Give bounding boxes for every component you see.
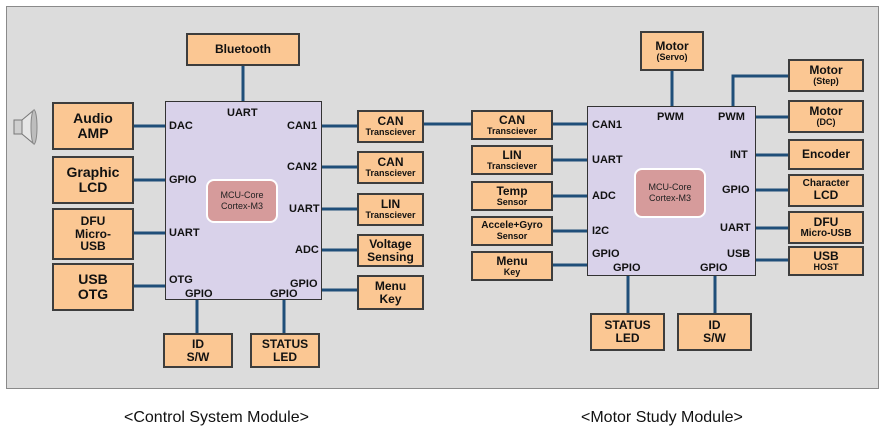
pin-gpio-bottom-right: GPIO bbox=[270, 288, 298, 300]
m-motor-step-block: Motor (Step) bbox=[788, 59, 864, 92]
m-pin-i2c: I2C bbox=[592, 225, 610, 237]
m-pin-usb: USB bbox=[727, 248, 751, 260]
pin-adc: ADC bbox=[295, 244, 319, 256]
bluetooth-block: Bluetooth bbox=[186, 33, 300, 66]
m-character-lcd-block: Character LCD bbox=[788, 174, 864, 207]
wire-m-step bbox=[731, 74, 790, 108]
m-pin-pwm-top-right: PWM bbox=[718, 111, 745, 123]
pin-uart-left: UART bbox=[169, 227, 200, 239]
m-pin-adc: ADC bbox=[592, 190, 616, 202]
pin-can1: CAN1 bbox=[287, 120, 317, 132]
pin-uart-top: UART bbox=[227, 107, 258, 119]
dfu-micro-usb-block: DFU Micro- USB bbox=[52, 208, 134, 260]
id-sw-block: ID S/W bbox=[163, 333, 233, 368]
pin-can2: CAN2 bbox=[287, 161, 317, 173]
m-accel-gyro-sensor-block: Accele+Gyro Sensor bbox=[471, 216, 553, 246]
m-pin-pwm-top-left: PWM bbox=[657, 111, 684, 123]
m-menu-key-block: Menu Key bbox=[471, 251, 553, 281]
voltage-sensing-block: Voltage Sensing bbox=[357, 234, 424, 267]
control-mcu-core: MCU-Core Cortex-M3 bbox=[206, 179, 278, 223]
m-temp-sensor-block: Temp Sensor bbox=[471, 181, 553, 211]
audio-amp-block: Audio AMP bbox=[52, 102, 134, 150]
control-module-caption: <Control System Module> bbox=[124, 409, 309, 426]
m-pin-gpio-bottom-right: GPIO bbox=[700, 262, 728, 274]
can-transceiver-2-block: CAN Transciever bbox=[357, 151, 424, 184]
m-pin-uart-right: UART bbox=[720, 222, 751, 234]
m-status-led-block: STATUS LED bbox=[590, 313, 665, 351]
lin-transceiver-block: LIN Transciever bbox=[357, 193, 424, 226]
m-lin-transceiver-block: LIN Transciever bbox=[471, 145, 553, 175]
m-pin-int: INT bbox=[730, 149, 748, 161]
pin-gpio-left: GPIO bbox=[169, 174, 197, 186]
m-pin-gpio-right: GPIO bbox=[722, 184, 750, 196]
motor-module-caption: <Motor Study Module> bbox=[581, 409, 743, 426]
m-pin-uart-left: UART bbox=[592, 154, 623, 166]
m-motor-servo-block: Motor (Servo) bbox=[640, 31, 704, 71]
m-dfu-micro-usb-block: DFU Micro-USB bbox=[788, 211, 864, 244]
menu-key-block: Menu Key bbox=[357, 275, 424, 310]
graphic-lcd-block: Graphic LCD bbox=[52, 156, 134, 204]
motor-mcu-core: MCU-Core Cortex-M3 bbox=[634, 168, 706, 218]
m-encoder-block: Encoder bbox=[788, 139, 864, 170]
speaker-icon bbox=[13, 108, 38, 146]
status-led-block: STATUS LED bbox=[250, 333, 320, 368]
can-transceiver-1-block: CAN Transciever bbox=[357, 110, 424, 143]
m-pin-gpio-left: GPIO bbox=[592, 248, 620, 260]
m-pin-can1: CAN1 bbox=[592, 119, 622, 131]
pin-gpio-right: GPIO bbox=[290, 278, 318, 290]
pin-otg: OTG bbox=[169, 274, 193, 286]
pin-dac: DAC bbox=[169, 120, 193, 132]
m-pin-gpio-bottom-left: GPIO bbox=[613, 262, 641, 274]
m-usb-host-block: USB HOST bbox=[788, 246, 864, 276]
m-id-sw-block: ID S/W bbox=[677, 313, 752, 351]
m-motor-dc-block: Motor (DC) bbox=[788, 100, 864, 133]
pin-uart-right: UART bbox=[289, 203, 320, 215]
usb-otg-block: USB OTG bbox=[52, 263, 134, 311]
pin-gpio-bottom-left: GPIO bbox=[185, 288, 213, 300]
m-can-transceiver-block: CAN Transciever bbox=[471, 110, 553, 140]
